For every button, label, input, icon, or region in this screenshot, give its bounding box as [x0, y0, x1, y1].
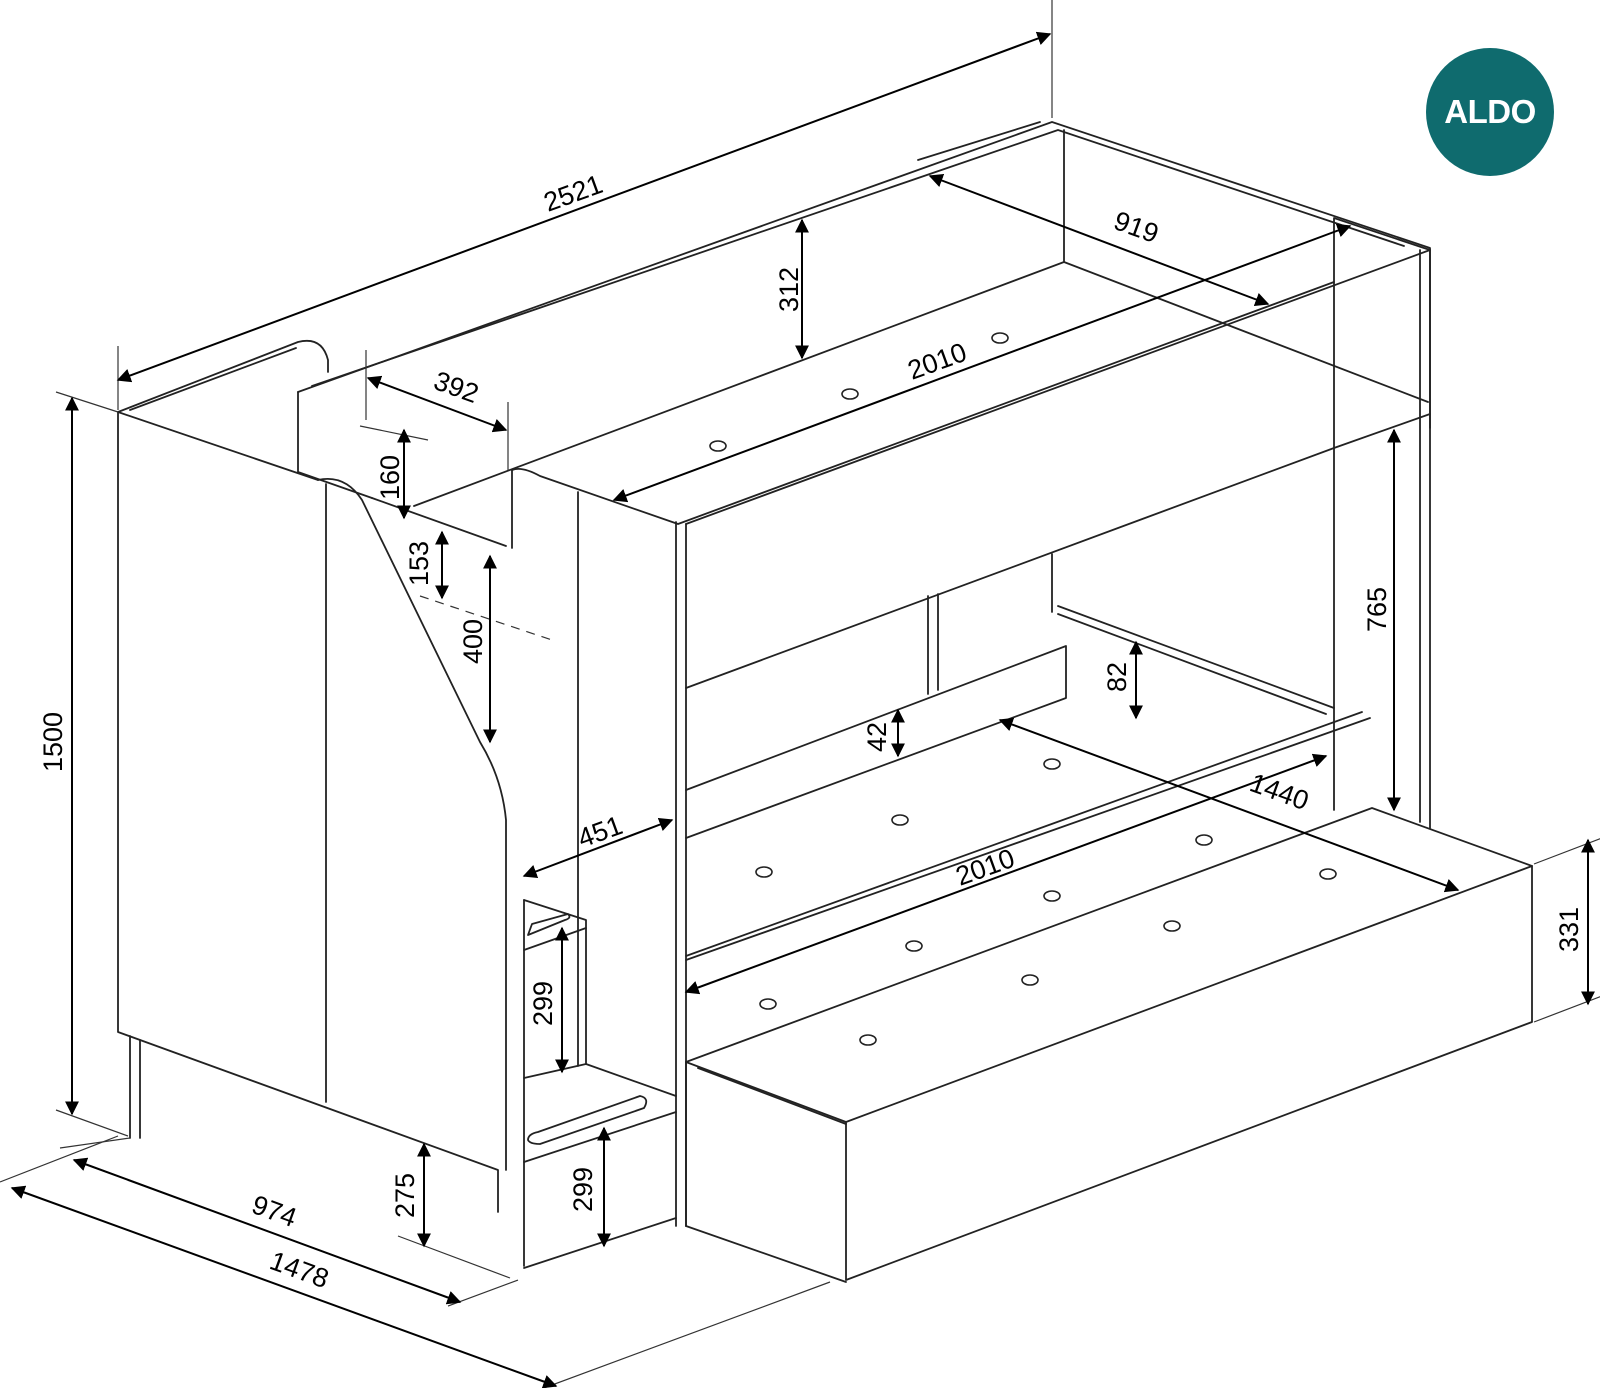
dim-lower-lip: 42 [862, 722, 892, 752]
dim-overall-depth: 1478 [266, 1245, 333, 1294]
dim-top-inner-width: 919 [1110, 205, 1163, 249]
dimension-labels: 2521 919 312 2010 392 160 153 400 1500 7… [38, 169, 1584, 1294]
dim-under-clearance: 765 [1362, 587, 1392, 632]
bed-frame-drawing [117, 121, 1533, 1283]
dim-base-height: 275 [390, 1173, 420, 1218]
dim-top-guard-height: 312 [774, 267, 804, 312]
dim-step-height-upper: 299 [528, 981, 558, 1026]
dim-lower-mattress-length: 2010 [952, 843, 1019, 892]
dim-step-depth: 451 [574, 810, 627, 854]
dim-lower-board: 82 [1102, 662, 1132, 692]
dim-trundle-height: 331 [1554, 907, 1584, 952]
brand-logo: ALDO [1426, 48, 1554, 176]
dim-ladder-rise: 400 [458, 619, 488, 664]
dim-top-opening: 392 [430, 365, 483, 409]
dim-ladder-offset: 153 [404, 541, 434, 586]
dim-top-mattress-length: 2010 [904, 337, 971, 386]
dim-step-height-lower: 299 [568, 1167, 598, 1212]
dim-overall-height: 1500 [38, 712, 68, 772]
slat-holes-lower [755, 758, 1337, 1046]
dim-lower-inner-width: 1440 [1246, 767, 1313, 816]
brand-logo-text: ALDO [1444, 93, 1536, 130]
dim-top-rail-height: 160 [375, 455, 405, 500]
